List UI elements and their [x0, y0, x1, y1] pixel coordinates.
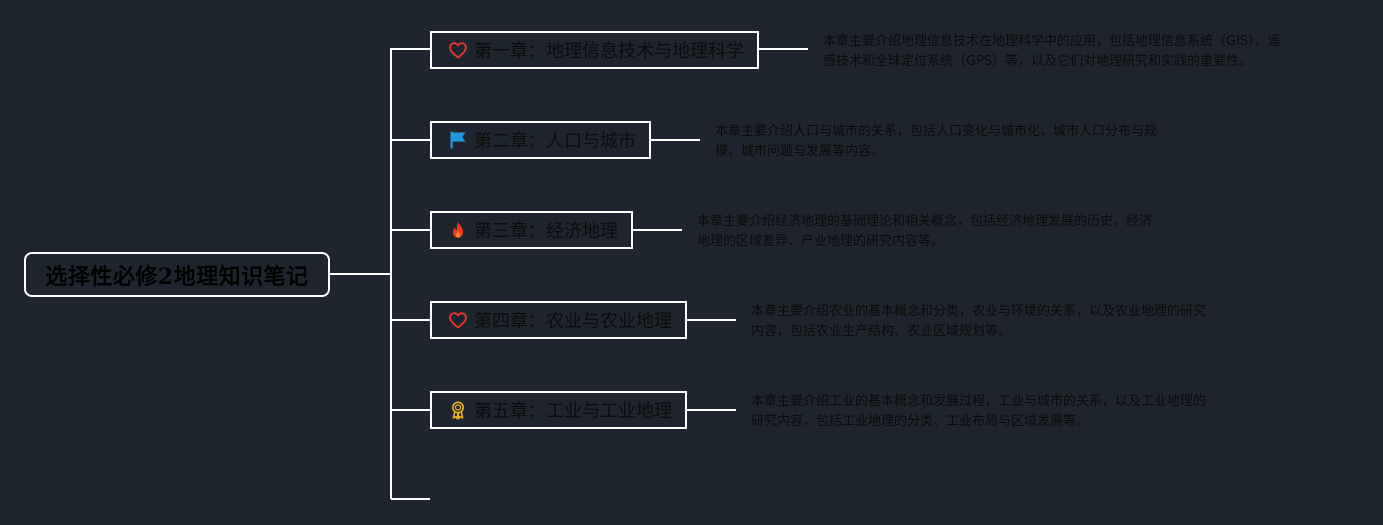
chapter-topic-5[interactable]: 第五章：工业与工业地理 [430, 391, 687, 429]
heart-icon [448, 310, 468, 330]
fire-icon [448, 220, 468, 240]
chapter-topic-3[interactable]: 第三章：经济地理 [430, 211, 633, 249]
chapter-1-title: 第一章：地理信息技术与地理科学 [474, 41, 744, 62]
chapter-3-title: 第三章：经济地理 [474, 221, 618, 242]
chapter-5-title: 第五章：工业与工业地理 [474, 401, 672, 422]
chapter-4-title: 第四章：农业与农业地理 [474, 311, 672, 332]
heart-icon [448, 40, 468, 60]
chapter-topic-4[interactable]: 第四章：农业与农业地理 [430, 301, 687, 339]
medal-icon [448, 400, 468, 420]
chapter-1-description: 本章主要介绍地理信息技术在地理科学中的应用，包括地理信息系统（GIS）、遥 感技… [823, 34, 1281, 69]
chapter-5-description: 本章主要介绍工业的基本概念和发展过程，工业与城市的关系，以及工业地理的 研究内容… [751, 394, 1207, 429]
chapter-4-description: 本章主要介绍农业的基本概念和分类，农业与环境的关系，以及农业地理的研究 内容，包… [751, 304, 1207, 339]
chapter-topic-1[interactable]: 第一章：地理信息技术与地理科学 [430, 31, 759, 69]
chapter-2-description: 本章主要介绍人口与城市的关系，包括人口变化与城市化、城市人口分布与规 模、城市问… [715, 124, 1158, 159]
chapter-2-title: 第二章：人口与城市 [474, 131, 636, 152]
root-topic-label: 选择性必修2地理知识笔记 [45, 263, 309, 290]
flag-icon [448, 130, 468, 150]
root-topic[interactable]: 选择性必修2地理知识笔记 [24, 252, 330, 297]
chapter-3-description: 本章主要介绍经济地理的基础理论和相关概念，包括经济地理发展的历史、经济 地理的区… [697, 214, 1153, 249]
chapter-topic-2[interactable]: 第二章：人口与城市 [430, 121, 651, 159]
